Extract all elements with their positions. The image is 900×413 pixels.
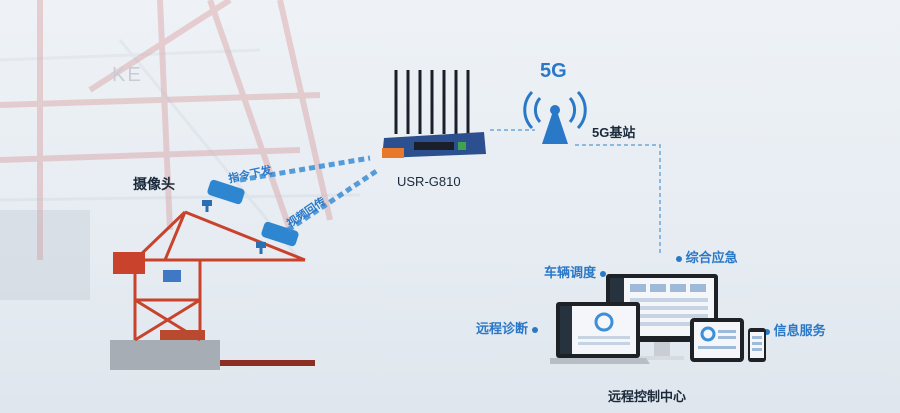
camera-icon-2 [256,221,299,254]
laptop [550,302,650,364]
camera-icon [202,179,245,212]
fiveg-text: 5G [540,60,567,82]
remote-diagnosis-label: 远程诊断 [476,318,538,337]
video-link [286,167,380,233]
port-crane-illustration [110,210,315,370]
vehicle-dispatch-text: 车辆调度 [544,265,597,280]
control-center-devices [550,274,766,364]
bullet-icon [599,270,606,277]
remote-diagnosis-text: 远程诊断 [476,321,529,336]
tablet [690,318,744,362]
bullet-icon [764,328,770,335]
info-service-text: 信息服务 [773,323,826,338]
emergency-label: 综合应急 [676,247,738,266]
base-station-icon [523,90,587,144]
info-service-label: 信息服务 [764,320,826,339]
command-link [239,155,371,183]
bullet-icon [676,255,682,262]
emergency-text: 综合应急 [685,250,738,265]
concrete-base [110,340,220,370]
watermark-text: KE [112,64,143,86]
camera-label: 摄像头 [133,176,175,192]
phone [748,328,766,362]
crane-cabin [113,252,145,274]
container-box [163,270,181,282]
ground-strip [220,360,315,366]
vehicle-dispatch-label: 车辆调度 [544,262,606,281]
router-model-label: USR-G810 [397,174,461,189]
router-icon [382,70,486,158]
bullet-icon [531,326,538,333]
station-to-center-link [575,144,661,255]
base-station-label: 5G基站 [592,125,636,140]
control-center-label: 远程控制中心 [608,389,687,404]
